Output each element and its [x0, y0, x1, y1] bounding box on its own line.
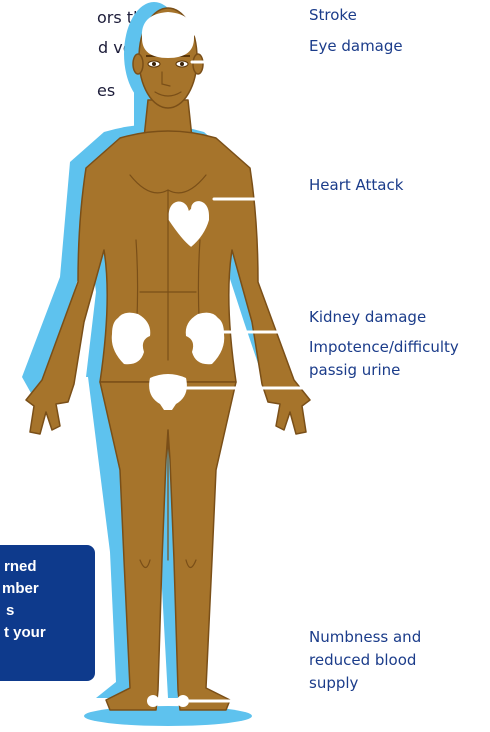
callout-line-1: rned: [4, 557, 37, 577]
label-numbness-line-3: supply: [309, 674, 358, 693]
callout-line-2: mber: [2, 579, 39, 599]
label-heart-attack: Heart Attack: [309, 176, 403, 195]
callout-box: rned mber s t your: [0, 545, 95, 681]
label-impotence-line-1: Impotence/difficulty: [309, 338, 459, 357]
brain-icon: [142, 12, 194, 58]
callout-line-3: s: [6, 601, 14, 621]
callout-line-4: t your: [4, 623, 46, 643]
label-numbness-line-1: Numbness and: [309, 628, 421, 647]
left-foot-dot-icon: [147, 695, 159, 707]
label-kidney-damage: Kidney damage: [309, 308, 426, 327]
label-eye-damage: Eye damage: [309, 37, 403, 56]
right-foot-dot-icon: [177, 695, 189, 707]
label-impotence-line-2: passig urine: [309, 361, 400, 380]
label-numbness-line-2: reduced blood: [309, 651, 416, 670]
label-stroke: Stroke: [309, 6, 357, 25]
